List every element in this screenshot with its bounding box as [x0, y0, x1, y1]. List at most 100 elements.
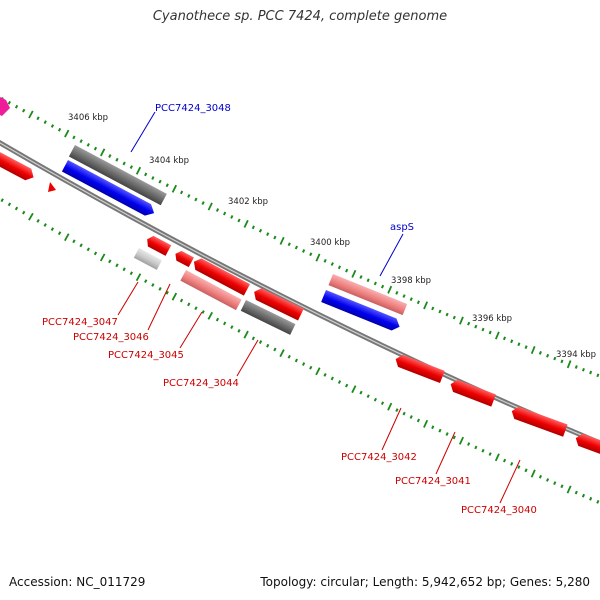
inner-tick-ring: [0, 198, 600, 504]
outer-ring-tick: [452, 315, 456, 320]
outer-ring-tick: [251, 225, 255, 230]
outer-ring-tick: [165, 183, 169, 188]
outer-ring-tick: [380, 284, 385, 289]
inner-ring-tick: [431, 425, 435, 430]
inner-ring-tick: [589, 496, 593, 501]
outer-ring-tick: [409, 297, 413, 302]
outer-ring-tick: [7, 100, 11, 105]
inner-ring-tick: [416, 418, 421, 423]
inner-ring-tick: [108, 259, 112, 264]
inner-ring-tick: [93, 251, 98, 256]
inner-ring-tick: [279, 349, 285, 358]
outer-ring-tick: [481, 327, 485, 332]
inner-ring-tick: [309, 365, 313, 370]
inner-ring-tick: [596, 500, 600, 504]
outer-ring-tick: [445, 312, 449, 317]
inner-ring-tick: [72, 239, 76, 244]
outer-ring-tick: [459, 316, 464, 325]
gene-red-left-edge: [0, 150, 34, 181]
outer-ring-tick: [517, 342, 521, 347]
gene-label-pcc7424-3046: PCC7424_3046: [73, 332, 149, 343]
outer-ring-tick: [488, 330, 492, 335]
inner-ring-tick: [323, 373, 327, 377]
outer-ring-tick: [230, 215, 234, 219]
outer-ring-tick: [72, 135, 76, 140]
inner-ring-tick: [545, 478, 550, 482]
outer-ring-tick: [502, 336, 507, 341]
inner-ring-tick: [560, 484, 564, 489]
outer-ring-tick: [553, 356, 557, 361]
outer-ring-tick: [301, 249, 306, 253]
outer-ring-tick: [524, 345, 528, 349]
inner-ring-tick: [380, 401, 385, 406]
inner-ring-tick: [287, 354, 291, 359]
inner-ring-tick: [273, 347, 277, 352]
inner-ring-tick: [294, 358, 299, 363]
outer-ring-tick: [171, 184, 178, 193]
inner-ring-tick: [488, 452, 492, 456]
gene-label-asps: aspS: [390, 222, 414, 233]
gene-pcc7424-3047: [147, 235, 172, 256]
outer-ring-tick: [494, 331, 500, 340]
outer-ring-tick: [79, 139, 83, 144]
inner-ring-tick: [28, 212, 34, 221]
gene-label-pcc7424-3041: PCC7424_3041: [395, 476, 471, 487]
gene-pcc7424-3040: [511, 406, 568, 437]
inner-ring-tick: [158, 287, 162, 291]
inner-ring-tick: [494, 453, 500, 462]
outer-ring-tick: [538, 351, 542, 355]
gene-red-small-triangle: [48, 182, 56, 192]
inner-ring-tick: [517, 465, 521, 469]
outer-ring-tick: [100, 148, 106, 157]
inner-ring-tick: [581, 493, 586, 498]
outer-ring-tick: [574, 365, 578, 369]
inner-ring-tick: [438, 428, 442, 433]
outer-ring-tick: [180, 190, 184, 195]
inner-ring-tick: [135, 273, 142, 282]
outer-ring-tick: [474, 324, 478, 329]
outer-ring-tick: [323, 258, 327, 263]
inner-ring-tick: [330, 376, 334, 381]
gene-pcc7424-3044-a: [254, 288, 304, 321]
inner-ring-tick: [566, 485, 572, 494]
inner-ring-tick: [481, 448, 485, 453]
inner-ring-tick: [57, 231, 62, 236]
inner-ring-tick: [122, 267, 126, 272]
inner-ring-tick: [187, 302, 191, 307]
inner-ring-tick: [337, 380, 342, 384]
gene-pcc7424-3042: [395, 354, 445, 384]
outer-tick-ring: [0, 97, 600, 378]
outer-ring-tick: [158, 179, 162, 184]
inner-ring-tick: [351, 385, 357, 394]
outer-ring-tick: [546, 353, 550, 358]
gene-pcc7424-3041: [450, 379, 496, 407]
outer-ring-tick: [366, 278, 370, 283]
inner-ring-tick: [452, 435, 456, 440]
inner-ring-tick: [524, 468, 528, 473]
outer-ring-tick: [467, 321, 471, 326]
gene-pcc7424-3048-pseudo: [68, 145, 167, 206]
outer-ring-tick: [28, 110, 34, 119]
inner-ring-tick: [36, 219, 40, 223]
outer-ring-tick: [129, 165, 133, 169]
inner-ring-tick: [79, 243, 83, 248]
gene-label-pcc7424-3045: PCC7424_3045: [108, 350, 184, 361]
inner-ring-tick: [194, 306, 198, 311]
inner-ring-tick: [129, 271, 133, 276]
kbp-label-3394: 3394 kbp: [556, 350, 596, 360]
outer-ring-tick: [581, 367, 585, 372]
map-title: Cyanothece sp. PCC 7424, complete genome: [152, 9, 448, 24]
inner-ring-tick: [301, 362, 306, 366]
inner-ring-tick: [151, 283, 155, 287]
gene-pcc7424-3046: [175, 250, 194, 268]
inner-ring-tick: [201, 310, 205, 314]
inner-ring-tick: [387, 402, 393, 411]
gene-asps-pseudo: [328, 274, 408, 316]
outer-ring-tick: [115, 157, 119, 162]
kbp-label-3396: 3396 kbp: [472, 314, 512, 324]
inner-ring-tick: [144, 279, 148, 283]
inner-ring-tick: [86, 247, 90, 252]
outer-ring-tick: [510, 339, 514, 344]
outer-ring-tick: [201, 201, 205, 205]
